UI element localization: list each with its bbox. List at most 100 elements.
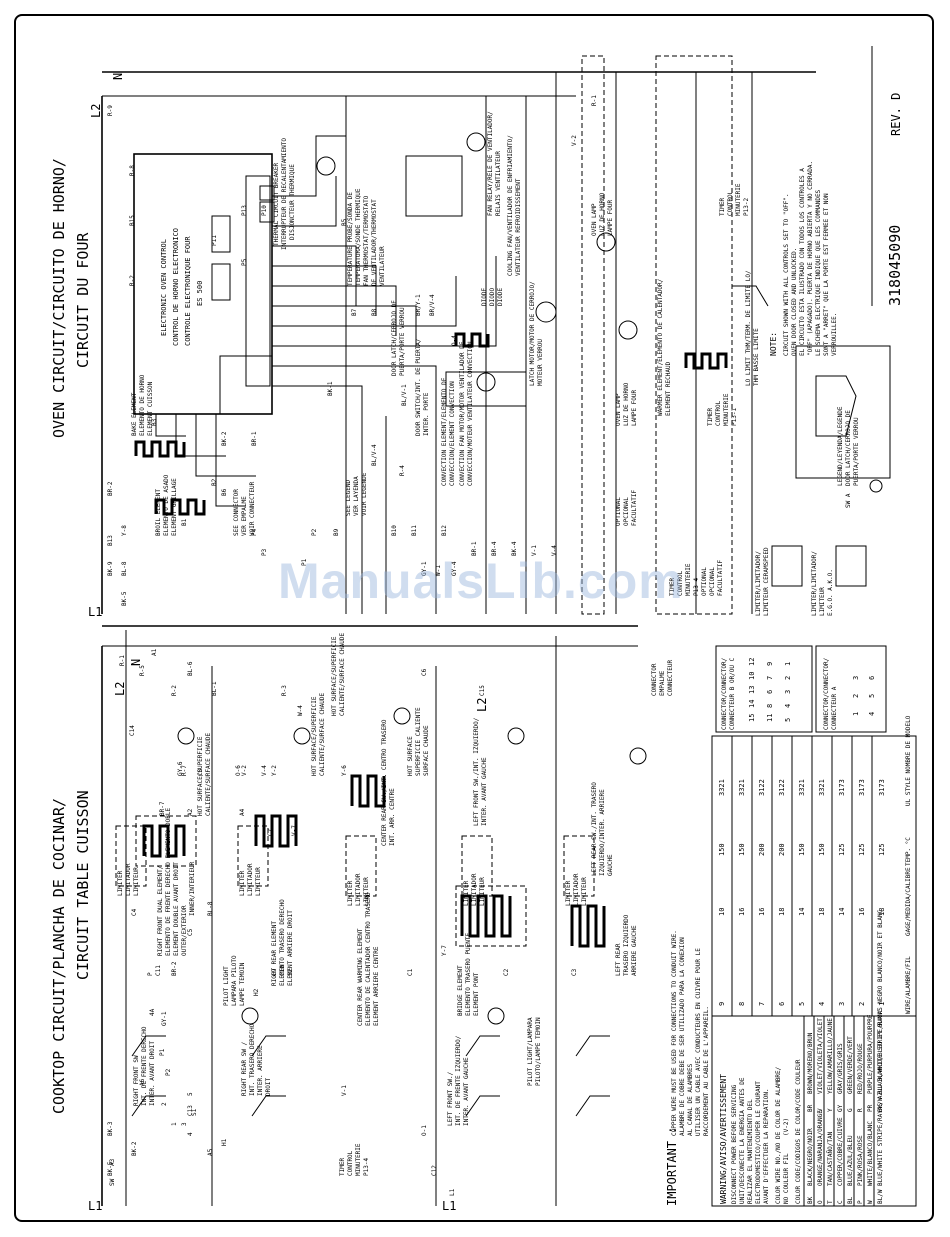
limiter-box-2 xyxy=(237,825,269,887)
lo-limit xyxy=(732,285,769,307)
cooktop-l1-label: L1 xyxy=(88,1199,102,1213)
wire-label: P1 xyxy=(301,558,308,566)
wire-label: R-1 xyxy=(591,95,598,106)
cooling-fan-motor xyxy=(466,132,486,152)
wire-label: Y-6 xyxy=(341,765,348,776)
color-code-abbr: P xyxy=(857,1200,864,1204)
wire-number: 8 xyxy=(738,1002,746,1006)
wire-number: 7 xyxy=(758,1002,766,1006)
wire-label: R-3 xyxy=(281,685,288,696)
timer-region xyxy=(655,55,733,615)
svg-text:BRIDGE ELEMENT: BRIDGE ELEMENT xyxy=(457,965,464,1016)
svg-text:WARMER ELEMENT/ELEMENTO DE CAL: WARMER ELEMENT/ELEMENTO DE CALENTADOR/ xyxy=(657,278,664,416)
cooktop-l2-label: L2 xyxy=(113,682,127,696)
svg-text:CONTROL DE HORNO ELECTRONICO: CONTROL DE HORNO ELECTRONICO xyxy=(172,228,180,346)
wire-ul-style: 3321 xyxy=(818,779,826,796)
svg-text:LAMPE FOUR: LAMPE FOUR xyxy=(631,389,638,426)
svg-text:FAN THERMOSTAT/TERMOSTATO: FAN THERMOSTAT/TERMOSTATO xyxy=(363,195,370,286)
connector-pin: 2 xyxy=(784,676,792,680)
color-code-name: COPPER/COBRE/CUIVRE xyxy=(837,1117,844,1186)
wire-header: UL STYLE NOMBRE DE MODELO xyxy=(905,715,912,806)
p11-connector xyxy=(211,263,231,301)
wire-label: B2 xyxy=(211,478,218,486)
oven-n-label: N xyxy=(111,73,125,80)
svg-text:LIMITER/LIMITADOR/: LIMITER/LIMITADOR/ xyxy=(755,551,762,616)
wire-label: 3 xyxy=(181,1122,188,1126)
broil-element xyxy=(154,498,206,516)
wire-label: C8 xyxy=(197,768,204,776)
svg-text:OVEN DOOR CLOSED AND UNLOCKED.: OVEN DOOR CLOSED AND UNLOCKED. xyxy=(791,248,798,356)
svg-text:VER EMPALME: VER EMPALME xyxy=(241,496,248,536)
svg-text:SEE CONNECTOR: SEE CONNECTOR xyxy=(233,489,240,536)
svg-text:FACULTATIF: FACULTATIF xyxy=(631,489,638,526)
svg-text:INTER. AVANT GAUCHE: INTER. AVANT GAUCHE xyxy=(463,1057,470,1126)
svg-text:CALIENTE/SURFACE CHAUDE: CALIENTE/SURFACE CHAUDE xyxy=(205,733,212,816)
wire-number: 4 xyxy=(818,1002,826,1006)
svg-text:SUPERFICIE CALIENTE: SUPERFICIE CALIENTE xyxy=(415,707,422,776)
svg-text:SURFACE CHAUDE: SURFACE CHAUDE xyxy=(423,725,430,776)
svg-text:LEFT FRONT SW./INT. IZQUIERDO/: LEFT FRONT SW./INT. IZQUIERDO/ xyxy=(473,717,480,826)
wire-gage: 18 xyxy=(878,908,886,916)
svg-text:ELEMENTO DE ASADO: ELEMENTO DE ASADO xyxy=(163,474,170,536)
color-code-abbr: V xyxy=(817,1108,824,1112)
color-code-name: VIOLET/VIOLETA/VIOLET xyxy=(817,1018,824,1094)
wire-label: SW xyxy=(109,1178,116,1186)
warning-block: WARNING/AVISO/AVERTISSEMENT DISCONNECT P… xyxy=(719,1059,802,1204)
switch-contacts xyxy=(131,1035,610,1117)
svg-text:ELEMENT ARRIERE CENTRE: ELEMENT ARRIERE CENTRE xyxy=(373,946,380,1026)
connector-pin: 4 xyxy=(784,704,792,708)
connector-pin: 8 xyxy=(766,704,774,708)
wire-label: A1 xyxy=(151,648,158,656)
wire-label: 4A xyxy=(149,1008,156,1016)
color-code-name: RED/ROJO/ROUGE xyxy=(857,1043,864,1094)
pilot-light-2 xyxy=(487,1007,505,1025)
svg-text:DISCONNECT POWER BEFORE SERVIC: DISCONNECT POWER BEFORE SERVICING xyxy=(731,1084,738,1204)
wire-header: GAGE/MEDIDA/CALIBRE xyxy=(905,867,912,936)
svg-text:VOIR LEGENDE: VOIR LEGENDE xyxy=(361,472,368,516)
svg-text:CONNECTOR/CONNECTOR/: CONNECTOR/CONNECTOR/ xyxy=(823,657,830,730)
svg-text:DISJONCTEUR THERMIQUE: DISJONCTEUR THERMIQUE xyxy=(289,164,296,240)
wire-gage: 18 xyxy=(818,908,826,916)
svg-text:INTER. ARRIERE: INTER. ARRIERE xyxy=(257,1045,264,1096)
cooktop-l2-label-2: L2 xyxy=(475,698,489,712)
svg-text:OVEN LAMP: OVEN LAMP xyxy=(615,393,622,426)
wire-gage: 18 xyxy=(778,908,786,916)
color-code-name: PINK/ROSA/ROSE xyxy=(857,1135,864,1186)
connector-pin: 14 xyxy=(748,700,756,708)
svg-text:TRASERO IZQUIERDO: TRASERO IZQUIERDO xyxy=(623,914,630,976)
svg-text:CALIENTE/SURFACE CHAUDE: CALIENTE/SURFACE CHAUDE xyxy=(339,633,346,716)
wire-label: BK-5 xyxy=(107,1161,114,1176)
wire-ul-style: 3173 xyxy=(878,779,886,796)
wire-number: 3 xyxy=(838,1002,846,1006)
svg-text:FAN RELAY/RELE DE VENTILADOR/: FAN RELAY/RELE DE VENTILADOR/ xyxy=(487,111,494,216)
wire-ul-style: 3321 xyxy=(718,779,726,796)
limiter-ego-label: LIMITER/LIMITADOR/ LIMITEUR E.G.O. A.K.O… xyxy=(811,551,834,616)
wire-label: A5 xyxy=(207,1148,214,1156)
wire-label: BR-2 xyxy=(171,961,178,976)
wire-label: B11 xyxy=(411,525,418,536)
center-warming-element xyxy=(350,774,386,808)
svg-text:LEGEND/LEYENDA/LEGENDE: LEGEND/LEYENDA/LEGENDE xyxy=(837,406,844,486)
svg-text:LIMITEUR: LIMITEUR xyxy=(255,867,262,896)
limiter-box-5 xyxy=(563,835,595,897)
svg-text:ELEMENT DOUBLE AVANT DROIT: ELEMENT DOUBLE AVANT DROIT xyxy=(173,862,180,956)
wire-label: BK-9 xyxy=(107,561,114,576)
color-code-abbr: BL/W xyxy=(877,1189,884,1204)
wire-ul-style: 3173 xyxy=(858,779,866,796)
wire-label: Y-8 xyxy=(121,525,128,536)
svg-text:FACULTATIF: FACULTATIF xyxy=(717,559,724,596)
lf-sw-label-2: LEFT FRONT SW./ INT. DE FRENTE IZQUIERDO… xyxy=(447,1035,470,1126)
connector-pin: 3 xyxy=(852,676,860,680)
svg-text:PILOTO/LAMPE TEMOIN: PILOTO/LAMPE TEMOIN xyxy=(535,1017,542,1086)
color-code-table: BKBLACK/NEGRO/NOIRBRBROWN/MORENO/BRUNOOR… xyxy=(803,909,884,1206)
convection-motor xyxy=(476,372,496,392)
wire-label: S1 xyxy=(191,1108,198,1116)
wire-number: 6 xyxy=(778,1002,786,1006)
wire-label: A4 xyxy=(239,808,246,816)
important-block: IMPORTANT : COPPER WIRE MUST BE USED FOR… xyxy=(665,930,710,1206)
rf-element-label: RIGHT FRONT DUAL ELEMENT/ ELEMENTO DE FR… xyxy=(157,808,196,956)
wire-label: V-1 xyxy=(341,1085,348,1096)
svg-text:CONVECCION/ELEMENT CONVECTION: CONVECCION/ELEMENT CONVECTION xyxy=(449,381,456,486)
convection-label: CONVECTION FAN MOTOR/MOTOR VENTILADOR DE… xyxy=(459,341,474,486)
wire-label: P2 xyxy=(311,528,318,536)
